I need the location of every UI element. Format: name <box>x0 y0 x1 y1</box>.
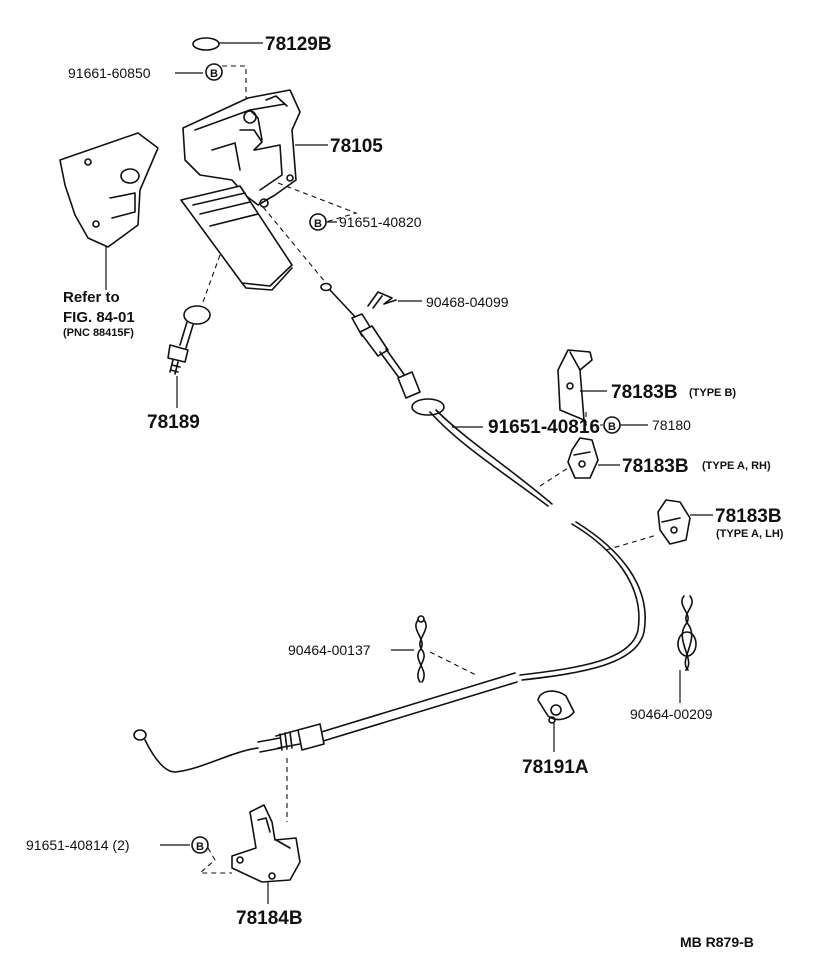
pedal-pad <box>180 185 293 291</box>
refer-line2: FIG. 84-01 <box>63 309 135 326</box>
bracket-78183B-type-b <box>557 349 593 421</box>
clamp-78191A <box>537 690 575 724</box>
label-78184B: 78184B <box>236 908 303 929</box>
label-78180: 91651-40816 <box>488 417 600 438</box>
label-78129B: 78129B <box>265 34 332 55</box>
svg-text:B: B <box>196 841 204 853</box>
label-91651-40816: 78180 <box>652 417 691 433</box>
side-bracket-part <box>59 132 159 248</box>
bolt-symbol-icon: B <box>309 213 327 231</box>
label-91661-60850: 91661-60850 <box>68 65 151 81</box>
lever-housing-78105 <box>182 89 301 208</box>
note-type-b: (TYPE B) <box>689 387 736 399</box>
refer-line1: Refer to <box>63 289 120 306</box>
label-91651-40820: 91651-40820 <box>339 214 422 230</box>
clip-90464-00209 <box>677 595 697 671</box>
bolt-symbol-icon: B <box>603 416 621 434</box>
note-type-a-rh: (TYPE A, RH) <box>702 460 771 472</box>
label-78191A: 78191A <box>522 757 589 778</box>
release-cable-lower <box>133 521 646 773</box>
label-78183B-type-a-lh: 78183B <box>715 506 782 527</box>
label-78189: 78189 <box>147 412 200 433</box>
release-cable-upper <box>320 282 553 507</box>
clip-90468-04099 <box>367 291 397 309</box>
bolt-symbol-icon: B <box>191 836 209 854</box>
svg-text:B: B <box>210 68 218 80</box>
label-90464-00209: 90464-00209 <box>630 706 713 722</box>
label-91651-40814: 91651-40814 (2) <box>26 837 130 853</box>
bracket-78183B-type-a-lh <box>657 499 691 545</box>
label-90464-00137: 90464-00137 <box>288 642 371 658</box>
bolt-symbol-icon: B <box>205 63 223 81</box>
note-type-a-lh: (TYPE A, LH) <box>716 528 784 540</box>
label-90468-04099: 90468-04099 <box>426 294 509 310</box>
label-78183B-type-a-rh: 78183B <box>622 456 689 477</box>
stopper-bolt-78189 <box>167 305 211 375</box>
svg-text:B: B <box>314 218 322 230</box>
bracket-78183B-type-a-rh <box>567 437 599 479</box>
cap-78129B <box>192 37 263 51</box>
label-78105: 78105 <box>330 136 383 157</box>
label-78183B-type-b: 78183B <box>611 382 678 403</box>
clip-90464-00137 <box>415 615 427 683</box>
refer-line3: (PNC 88415F) <box>63 327 134 339</box>
svg-text:B: B <box>608 421 616 433</box>
bracket-78184B <box>231 804 301 883</box>
figure-code: MB R879-B <box>680 934 754 950</box>
